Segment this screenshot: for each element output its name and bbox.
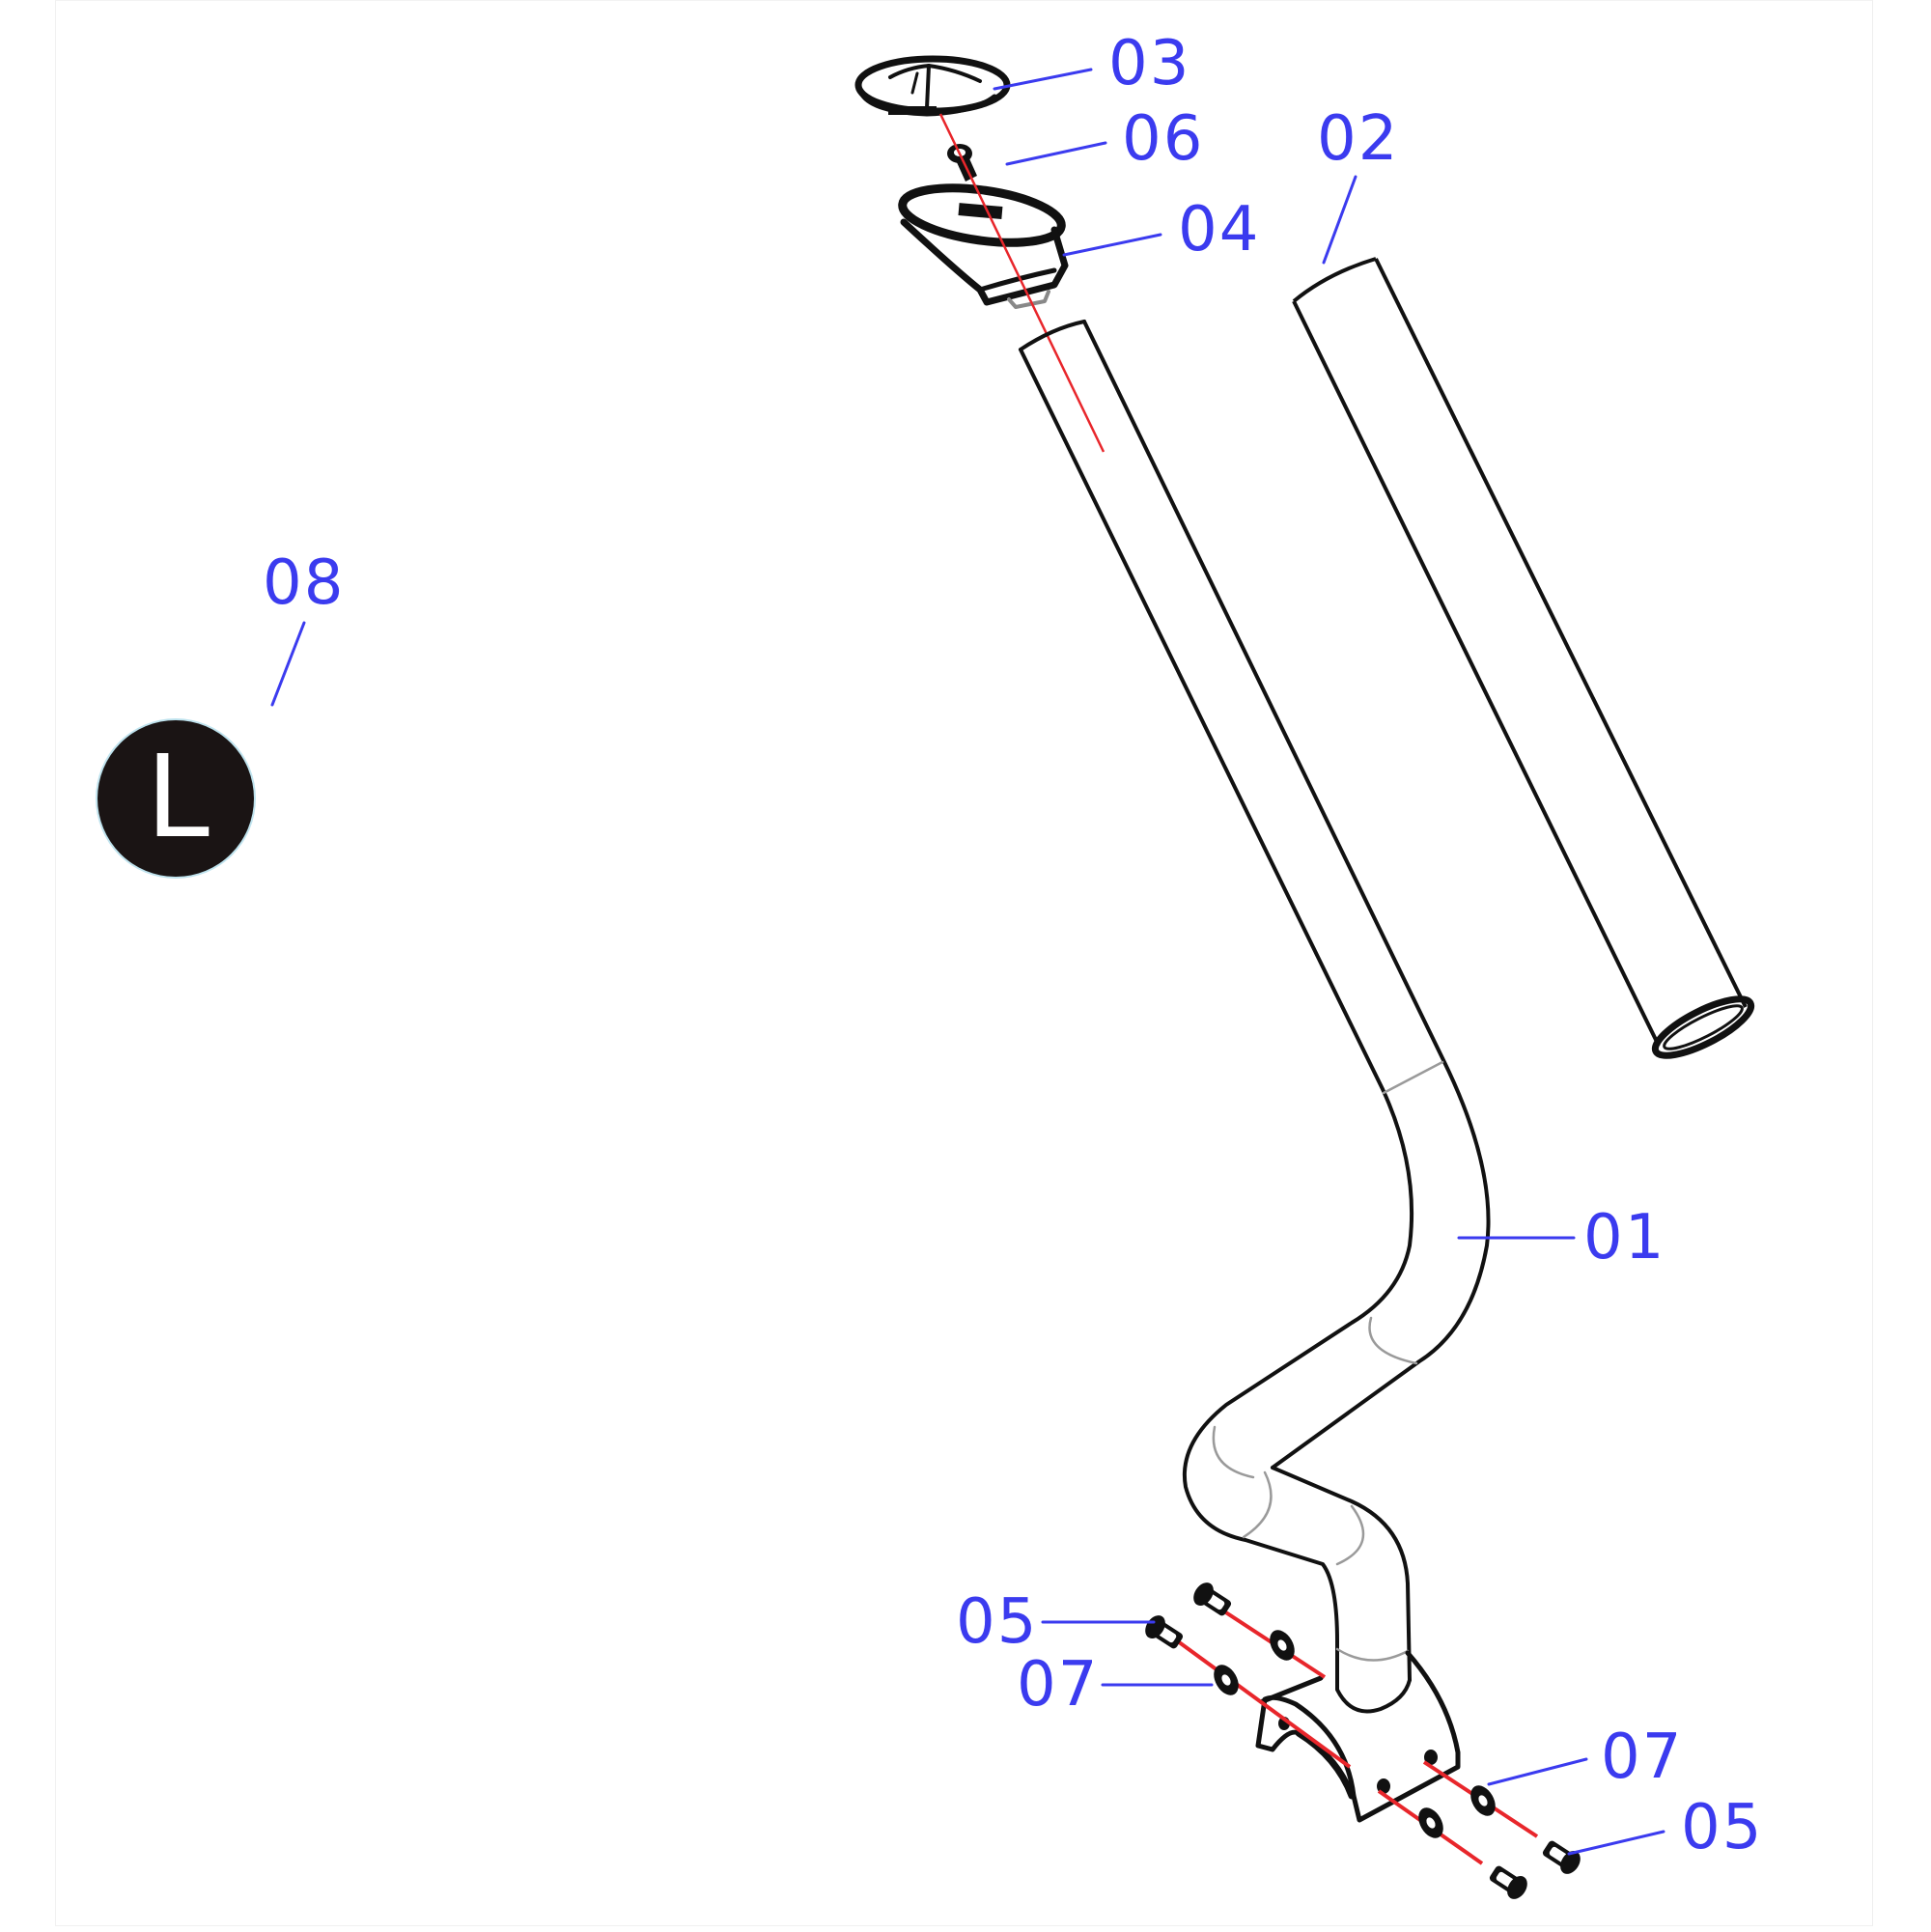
callout-07-right: 07 — [1601, 1722, 1684, 1793]
part-08-badge: L — [98, 720, 254, 877]
bottom-clamp-bracket — [1255, 1650, 1461, 1823]
callout-05-left: 05 — [956, 1586, 1039, 1658]
leader-04 — [1062, 233, 1162, 257]
assembly-axis-top — [938, 113, 1105, 453]
drawing-frame — [55, 0, 1873, 1926]
part-01-bent-tube — [1019, 320, 1491, 1714]
callout-03: 03 — [1108, 28, 1191, 99]
badge-letter: L — [146, 730, 210, 863]
callout-leaders — [270, 68, 1665, 1856]
callout-08: 08 — [263, 547, 346, 619]
part-04-end-fitting — [898, 183, 1069, 309]
callout-01: 01 — [1583, 1202, 1666, 1274]
washers-07 — [1214, 1630, 1496, 1838]
leader-05-right — [1567, 1830, 1665, 1856]
bolts-05 — [1145, 1582, 1581, 1899]
callout-05-right: 05 — [1681, 1792, 1764, 1863]
part-06-screw — [947, 144, 977, 182]
leader-08 — [270, 621, 306, 707]
part-03-top-cap — [854, 55, 1011, 117]
callout-02: 02 — [1317, 103, 1400, 175]
callout-04: 04 — [1178, 194, 1261, 266]
leader-02 — [1322, 175, 1357, 265]
leader-03 — [993, 68, 1093, 91]
assembly-axes-fasteners — [1176, 1606, 1539, 1865]
leader-07-right — [1487, 1757, 1588, 1786]
callout-07-left: 07 — [1017, 1649, 1100, 1721]
part-02-straight-tube — [1292, 257, 1755, 1059]
leader-06 — [1005, 141, 1107, 166]
callout-06: 06 — [1122, 103, 1205, 175]
